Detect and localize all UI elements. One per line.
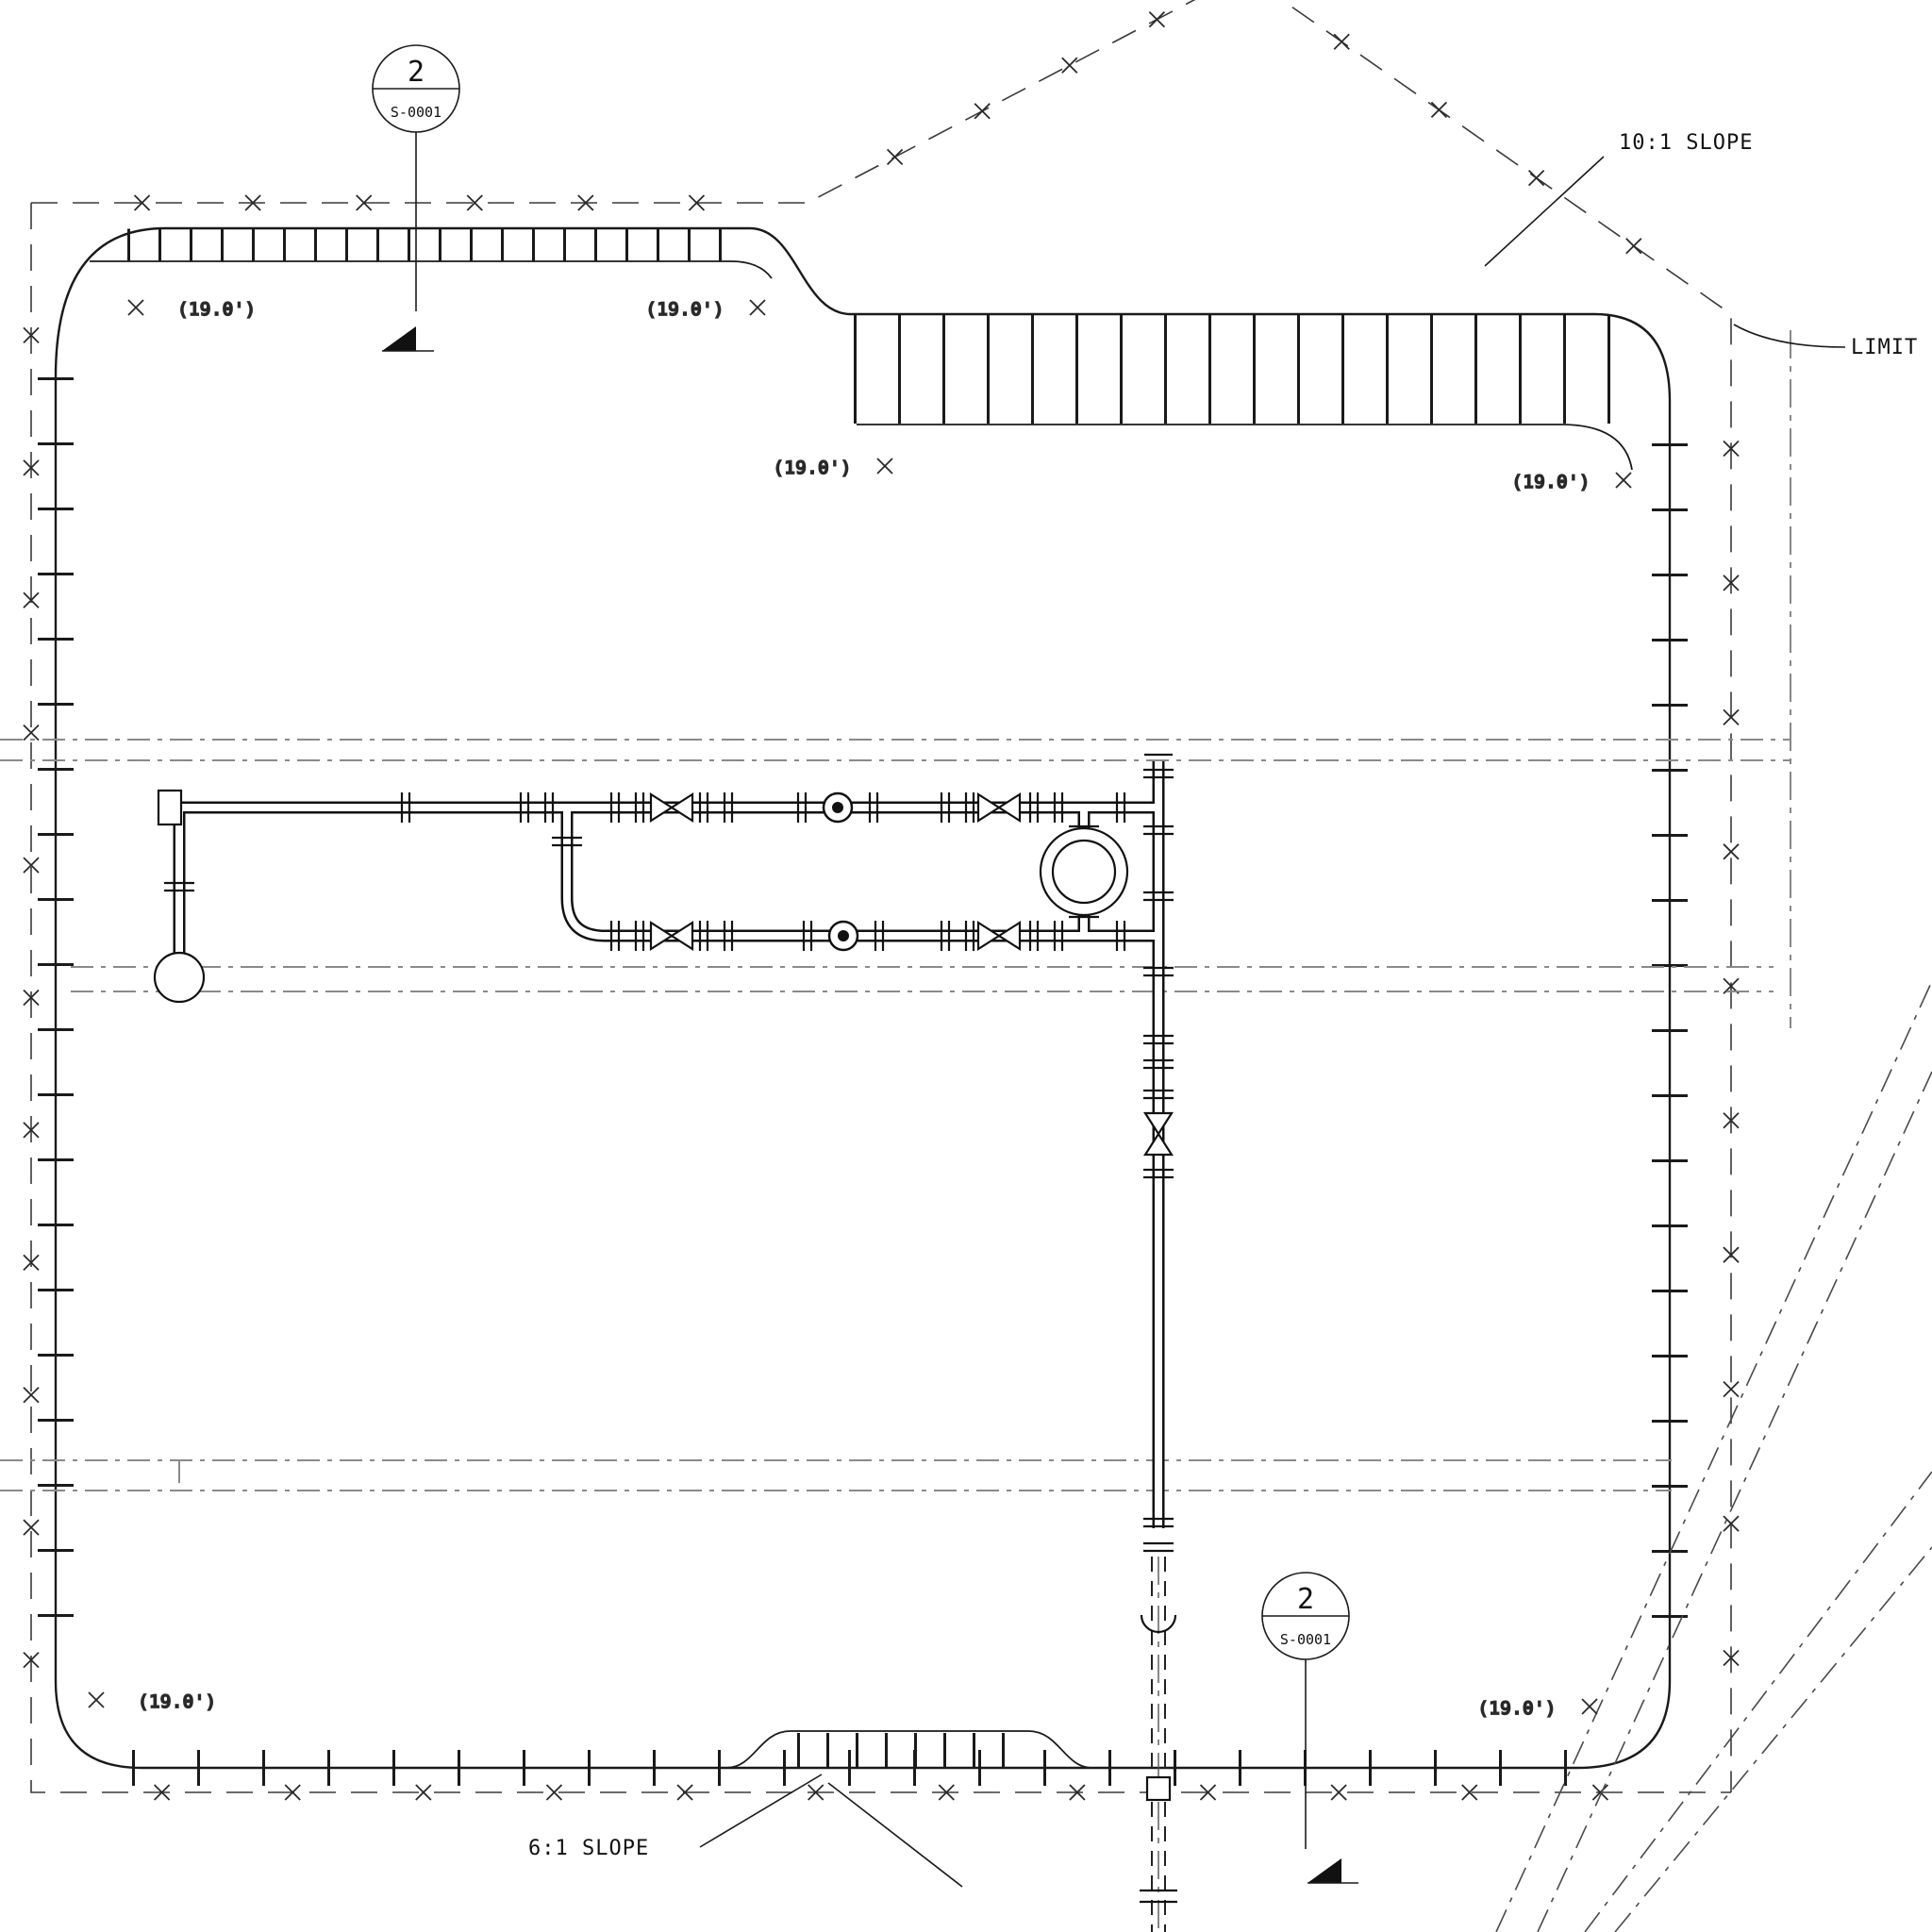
check-valve-icon	[822, 791, 854, 824]
valve-icon	[976, 792, 1022, 823]
section-flag-icon	[382, 326, 416, 351]
elevation-label: (19.0')	[773, 458, 852, 478]
elevation-label: (19.0')	[138, 1691, 217, 1712]
detail-sheet: S-0001	[1280, 1631, 1331, 1648]
berm-notch-bottom	[725, 1730, 1093, 1769]
riser-pipe	[1140, 753, 1177, 1932]
section-flag-icon	[1307, 1858, 1341, 1883]
pipeline-corridors	[0, 739, 1790, 1491]
elevation-label: (19.0')	[177, 299, 257, 320]
annotations: 10:1 SLOPE LIMIT 6:1 SLOPE	[528, 131, 1918, 1888]
pipe-runs	[179, 761, 1158, 1528]
fence-line	[23, 0, 1791, 1801]
pipe-cap-circle	[153, 951, 206, 1004]
pipe-support	[1145, 1775, 1172, 1802]
road-lines	[1495, 980, 1932, 1932]
slope-label-bottom: 6:1 SLOPE	[528, 1837, 649, 1860]
detail-number: 2	[1297, 1583, 1314, 1616]
detail-callout-bottom: 2 S-0001	[1261, 1572, 1358, 1884]
pipe-end-flange	[157, 789, 183, 826]
check-valve-icon	[827, 920, 859, 952]
inline-vessel	[1039, 824, 1129, 919]
detail-number: 2	[408, 56, 425, 89]
berm-toe-top-right	[857, 424, 1633, 471]
pipe-coupling	[1140, 1614, 1177, 1634]
elevation-markers: (19.0') (19.0') (19.0') (19.0') (19.0') …	[88, 298, 1632, 1720]
detail-sheet: S-0001	[391, 104, 441, 121]
valve-icon	[649, 792, 694, 823]
limit-label: LIMIT	[1851, 336, 1918, 359]
berm-toe-top-left	[90, 260, 773, 279]
elevation-label: (19.0')	[1511, 472, 1591, 492]
valve-icon	[649, 921, 694, 951]
berm-outline	[54, 226, 1672, 1770]
slope-hatching	[38, 228, 1688, 1786]
valve-icon	[976, 921, 1022, 951]
elevation-label: (19.0')	[645, 299, 724, 320]
gate-valve-icon	[1143, 1111, 1174, 1157]
fence-x-marks	[23, 10, 1740, 1801]
detail-callout-top: 2 S-0001	[372, 44, 460, 352]
elevation-label: (19.0')	[1477, 1698, 1557, 1719]
slope-label-top: 10:1 SLOPE	[1619, 131, 1753, 155]
piping-manifold	[153, 761, 1158, 1528]
